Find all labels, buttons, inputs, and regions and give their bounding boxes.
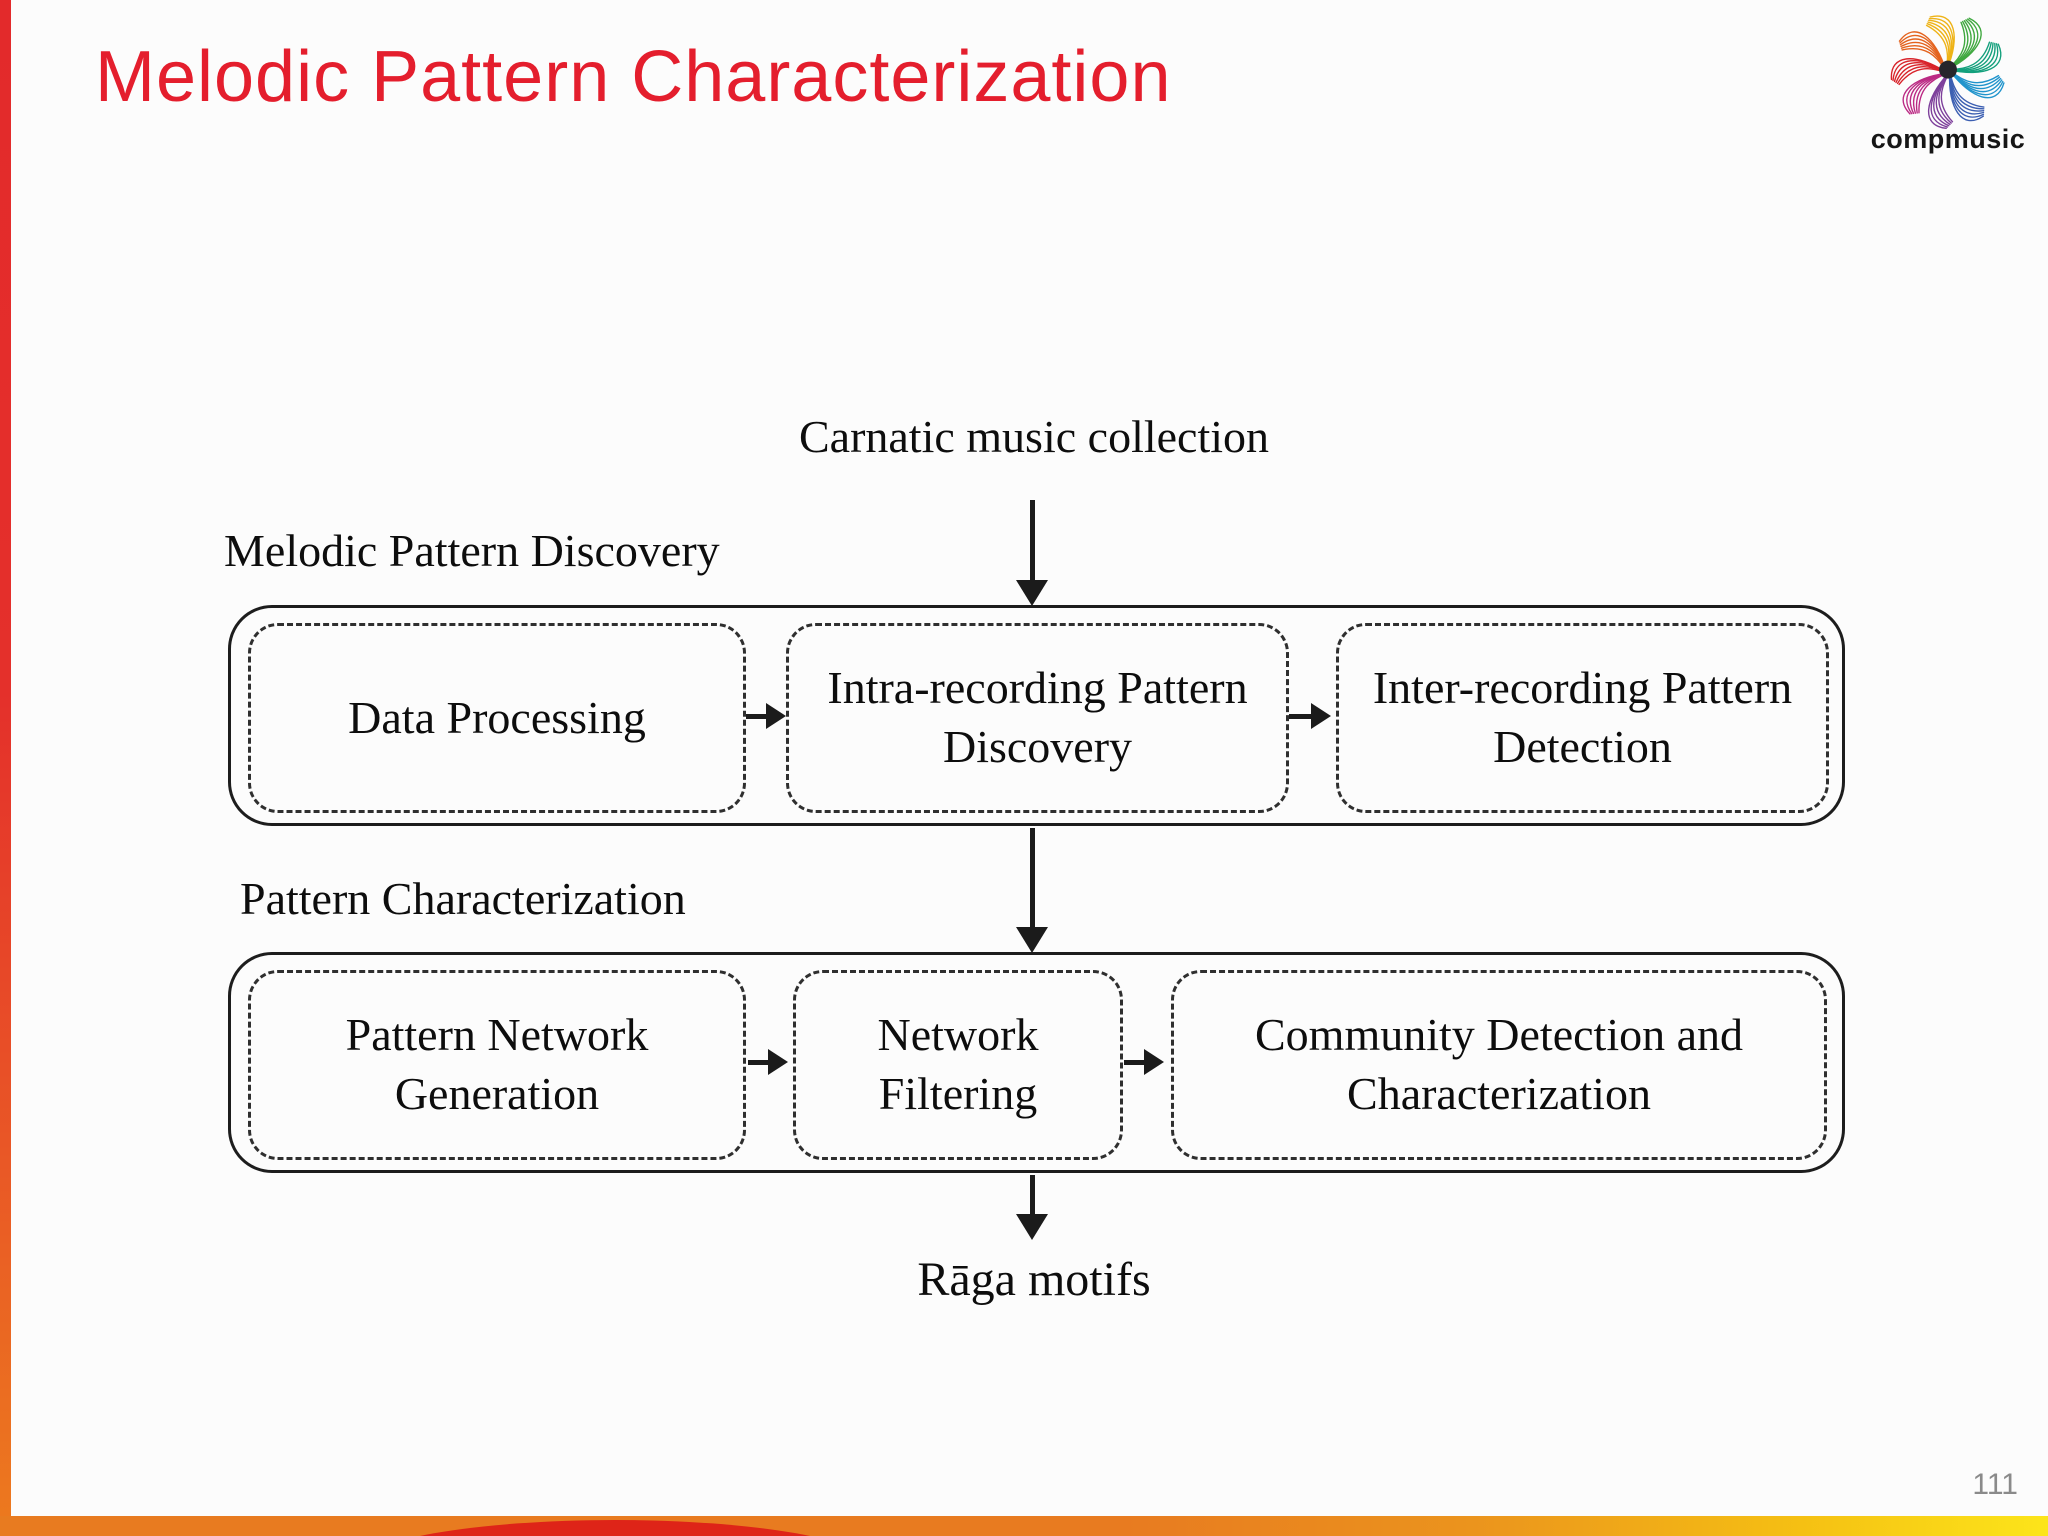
section1-label: Melodic Pattern Discovery (224, 525, 720, 576)
diagram-output-label: Rāga motifs (917, 1253, 1151, 1306)
left-accent-bar (0, 0, 11, 1536)
diagram-input-label: Carnatic music collection (798, 411, 1270, 462)
box-label: Community Detection and Characterization (1254, 1009, 1744, 1119)
box-pattern-network-generation: Pattern Network Generation (248, 970, 746, 1160)
arrow-section1-to-section2 (1016, 828, 1048, 953)
section2-label: Pattern Characterization (240, 873, 686, 924)
box-label: Inter-recording Pattern Detection (1372, 662, 1793, 772)
red-blob-decoration (360, 1520, 870, 1536)
box-label: Intra-recording Pattern Discovery (827, 662, 1248, 772)
section2-group-box: Pattern Network Generation Network Filte… (228, 952, 1845, 1173)
box-inter-recording-pattern-detection: Inter-recording Pattern Detection (1336, 623, 1829, 813)
compmusic-pinwheel-icon (1884, 8, 2009, 130)
arrow-section2-to-output (1016, 1175, 1048, 1240)
box-label: Data Processing (348, 691, 646, 743)
box-intra-recording-pattern-discovery: Intra-recording Pattern Discovery (786, 623, 1289, 813)
page-number: 111 (1972, 1468, 2018, 1501)
box-label: Pattern Network Generation (345, 1009, 649, 1119)
box-community-detection-characterization: Community Detection and Characterization (1171, 970, 1827, 1160)
arrow-input-to-section1 (1016, 500, 1048, 606)
compmusic-logo: compmusic (1860, 6, 2036, 155)
compmusic-logo-text: compmusic (1870, 124, 2026, 154)
slide-title: Melodic Pattern Characterization (95, 37, 1172, 117)
box-label: Network Filtering (877, 1009, 1039, 1119)
section1-group-box: Data Processing Intra-recording Pattern … (228, 605, 1845, 826)
bottom-accent-bar (0, 1516, 2048, 1536)
box-network-filtering: Network Filtering (793, 970, 1123, 1160)
box-data-processing: Data Processing (248, 623, 746, 813)
